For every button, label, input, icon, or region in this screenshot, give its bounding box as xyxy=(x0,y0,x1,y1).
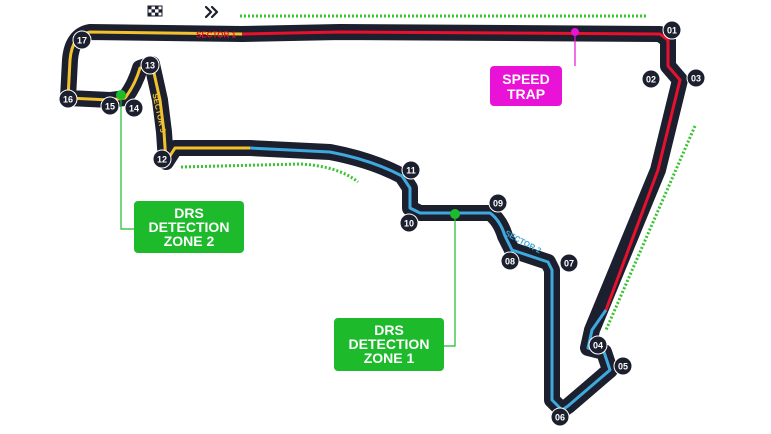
turn-marker-circle xyxy=(550,407,570,427)
speed-trap-label-line2: TRAP xyxy=(507,86,545,102)
drs-detection-zone-1: DRS DETECTION ZONE 1 xyxy=(334,209,460,371)
drs2-line2: DETECTION xyxy=(149,219,230,235)
turn-marker-15: 15 xyxy=(100,96,120,116)
turn-number: 07 xyxy=(564,259,574,269)
turn-number: 01 xyxy=(667,26,677,36)
turn-markers: 01 02 03 04 05 06 07 08 09 10 11 12 13 14 15 16 17 xyxy=(58,20,706,427)
speed-trap: SPEED TRAP xyxy=(490,28,579,106)
drs1-line1: DRS xyxy=(374,322,404,338)
turn-marker-circle xyxy=(588,335,608,355)
turn-marker-10: 10 xyxy=(399,213,419,233)
turn-marker-02: 02 xyxy=(641,69,661,89)
turn-marker-07: 07 xyxy=(559,253,579,273)
turn-marker-circle xyxy=(58,89,78,109)
turn-number: 15 xyxy=(105,102,115,112)
turn-number: 16 xyxy=(63,95,73,105)
drs1-line2: DETECTION xyxy=(349,336,430,352)
drs2-line3: ZONE 2 xyxy=(164,233,215,249)
turn-marker-17: 17 xyxy=(72,30,92,50)
turn-marker-circle xyxy=(401,160,421,180)
turn-number: 09 xyxy=(493,199,503,209)
drs-detection-2-connector xyxy=(120,95,134,230)
turn-number: 14 xyxy=(129,104,139,114)
turn-number: 13 xyxy=(145,61,155,71)
turn-marker-circle xyxy=(488,193,508,213)
drs-detection-1-box xyxy=(334,318,444,371)
turn-number: 05 xyxy=(618,362,628,372)
turn-number: 08 xyxy=(505,257,515,267)
turn-marker-12: 12 xyxy=(152,149,172,169)
turn-number: 10 xyxy=(404,219,414,229)
speed-trap-box xyxy=(490,66,562,106)
turn-marker-03: 03 xyxy=(686,68,706,88)
turn-marker-circle xyxy=(124,98,144,118)
drs1-line3: ZONE 1 xyxy=(364,350,415,366)
turn-number: 12 xyxy=(157,155,167,165)
drs-detection-1-connector xyxy=(444,214,456,347)
drs-detection-2-box xyxy=(134,201,244,253)
drs-zones xyxy=(180,14,697,331)
turn-number: 02 xyxy=(646,75,656,85)
turn-marker-13: 13 xyxy=(140,55,160,75)
turn-number: 04 xyxy=(593,341,603,351)
turn-marker-11: 11 xyxy=(401,160,421,180)
turn-marker-circle xyxy=(152,149,172,169)
chequered-flag-icon xyxy=(147,5,163,17)
turn-marker-circle xyxy=(559,253,579,273)
drs-zone-sector3 xyxy=(180,162,359,184)
turn-number: 11 xyxy=(406,166,416,176)
turn-marker-circle xyxy=(686,68,706,88)
turn-marker-14: 14 xyxy=(124,98,144,118)
turn-marker-circle xyxy=(613,356,633,376)
turn-marker-circle xyxy=(72,30,92,50)
drs-detection-zone-2: DRS DETECTION ZONE 2 xyxy=(116,90,244,253)
turn-marker-04: 04 xyxy=(588,335,608,355)
turn-marker-circle xyxy=(641,69,661,89)
drs2-line1: DRS xyxy=(174,205,204,221)
turn-marker-circle xyxy=(140,55,160,75)
turn-marker-circle xyxy=(662,20,682,40)
turn-marker-circle xyxy=(500,251,520,271)
speed-trap-marker xyxy=(571,28,579,36)
direction-chevrons-icon xyxy=(204,5,219,19)
turn-marker-09: 09 xyxy=(488,193,508,213)
sector1-path xyxy=(241,30,682,311)
turn-marker-06: 06 xyxy=(550,407,570,427)
turn-number: 03 xyxy=(691,74,701,84)
turn-marker-05: 05 xyxy=(613,356,633,376)
speed-trap-label-line1: SPEED xyxy=(502,71,549,87)
turn-marker-16: 16 xyxy=(58,89,78,109)
sector1-label: SECTOR 1 xyxy=(196,31,236,40)
drs-detection-2-marker xyxy=(116,90,126,100)
turn-number: 17 xyxy=(77,36,87,46)
turn-marker-01: 01 xyxy=(662,20,682,40)
turn-number: 06 xyxy=(555,413,565,423)
turn-marker-08: 08 xyxy=(500,251,520,271)
turn-marker-circle xyxy=(100,96,120,116)
drs-detection-1-marker xyxy=(450,209,460,219)
drs-zone-back-straight xyxy=(604,125,697,331)
turn-marker-circle xyxy=(399,213,419,233)
